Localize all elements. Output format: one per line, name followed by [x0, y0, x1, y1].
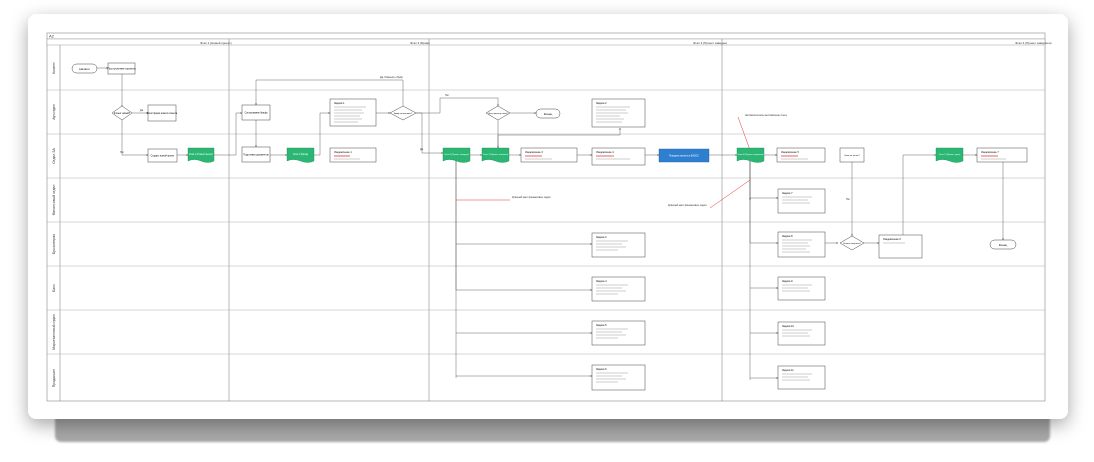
task1-node — [329, 98, 377, 127]
edge-label-refine: Да, Изменить бриф — [380, 76, 403, 79]
stage1-label: Этап 1 (Новый проект) — [189, 153, 213, 156]
edge-label-yes-1: Да — [140, 109, 144, 112]
edge-label-no-3: Нет — [846, 198, 851, 201]
stage-not-started-label: Этап не начат? — [844, 155, 860, 157]
project-refuse-decision — [485, 105, 511, 121]
lane-label-finance: Финансовый отдел — [52, 185, 56, 216]
stage4-document — [736, 147, 765, 163]
stage-header-3: Этап 3 (Проект заведен) — [693, 41, 727, 45]
lane-label-client: Клиент — [52, 62, 56, 74]
task9-label: Задача 9 — [782, 280, 793, 283]
edge-label-no-1: Нет — [120, 151, 125, 154]
task10-label: Задача 10 — [782, 325, 794, 328]
stage-not-started-node — [839, 147, 865, 163]
notice7-label: Уведомление 7 — [981, 151, 999, 154]
notice4-node — [591, 147, 646, 166]
new-client-decision — [111, 105, 133, 121]
lane-label-accounting: Бухгалтерия — [52, 234, 56, 254]
annotation-finance-color-2: Красный цвет финансовых задач — [668, 204, 707, 207]
notice1-label: Уведомление 1 — [334, 151, 352, 154]
lane-label-za: Отдел ЗА — [52, 148, 56, 164]
task11-label: Задача 11 — [782, 369, 794, 372]
notice3-label: Уведомление 3 — [525, 151, 543, 154]
stage3a-document — [442, 147, 471, 163]
register-client-label: Регистрация нового клиента — [147, 113, 178, 115]
stage-header-2: Этап 2 (Бриф) — [410, 41, 430, 45]
notice1-node — [329, 147, 377, 163]
transfer-project-node — [658, 148, 710, 163]
edge-label-no-2: Нет — [445, 94, 450, 97]
new-client-label: Клиент новый? — [114, 112, 131, 115]
prepare-docs-node — [241, 146, 271, 163]
task5-label: Задача 5 — [596, 324, 607, 327]
task8-node: Задача 8 — [777, 231, 826, 258]
lane-label-account: Аут.отдел — [52, 104, 56, 120]
end2-node — [989, 239, 1017, 250]
task10-node: Задача 10 — [777, 321, 826, 346]
stage-header-4: Этап 4 (Проект завершен) — [1015, 41, 1052, 45]
task5-node: Задача 5 — [591, 320, 646, 346]
lane-label-production: Продакшен — [52, 369, 56, 388]
client-request-label: Поступление проекта — [107, 67, 136, 71]
task3-node: Задача 3 — [591, 232, 646, 258]
end2-label: Конец — [999, 243, 1008, 247]
notice4-label: Уведомление 4 — [596, 151, 614, 154]
payment-label: Оплата получена? — [843, 243, 862, 245]
stage4-label: Этап 4 (Проект завершен) — [737, 154, 764, 156]
task1-label: Задача 1 — [334, 102, 345, 105]
stage5-label: Этап 5 (Проект сдан) — [939, 154, 961, 156]
client-request-node — [107, 62, 136, 75]
stage2-label: Этап 2 (Бриф) — [293, 153, 308, 156]
task3-label: Задача 3 — [596, 236, 607, 239]
notice6-node — [878, 234, 923, 259]
stage1-document — [187, 147, 215, 163]
coord-brief-node — [241, 104, 271, 121]
notice6-label: Уведомление 6 — [883, 238, 901, 241]
task6-node: Задача 6 — [591, 364, 646, 391]
diagram-frame — [46, 32, 1046, 402]
task11-node: Задача 11 — [777, 365, 826, 390]
diagram-id: A2 — [49, 34, 55, 39]
task2-label: Задача 2 — [596, 102, 607, 105]
stage2-document — [286, 147, 315, 163]
start-label: Начало — [79, 67, 90, 71]
prepare-docs-label: Подготовка документов — [243, 155, 269, 157]
create-project-node — [147, 148, 178, 163]
transfer-project-label: Передача проекта в BAS/1С — [669, 155, 700, 158]
task4-label: Задача 4 — [596, 280, 607, 283]
stage3a-label: Этап 3 (Проект заведен) — [444, 154, 469, 156]
create-project-label: Создать новый проект — [151, 155, 176, 158]
notice5-label: Уведомление 5 — [781, 151, 799, 154]
task9-node: Задача 9 — [777, 276, 826, 301]
coord-brief-label: Согласование брифа — [245, 112, 268, 115]
task8-label: Задача 8 — [782, 235, 793, 238]
notice5-node — [776, 147, 826, 163]
task7-node: Задача 7 — [777, 188, 826, 214]
register-client-node — [147, 104, 177, 122]
payment-decision — [839, 235, 865, 251]
lane-label-bank: Банк — [52, 284, 56, 292]
task7-label: Задача 7 — [782, 192, 793, 195]
annotation-invoice: Автоматическое выставление счета — [745, 114, 787, 117]
annotation-finance-color-1: Красный цвет финансовых задач — [512, 196, 551, 199]
stage-header-1: Этап 1 (Новый проект) — [200, 41, 232, 45]
notice7-node — [976, 147, 1028, 163]
brief-agreed-decision — [389, 105, 417, 121]
project-refuse-label: Дать проекту отказ? — [488, 113, 508, 115]
edge-label-yes-2: Да — [420, 148, 424, 151]
end1-node — [535, 108, 561, 119]
task6-label: Задача 6 — [596, 368, 607, 371]
lane-label-marketing: Маркетинговый отдел — [52, 314, 56, 349]
task4-node: Задача 4 — [591, 276, 646, 302]
stage5-document — [935, 147, 964, 163]
stage3b-document — [481, 147, 510, 163]
notice3-node — [520, 147, 578, 163]
end1-label: Конец — [544, 112, 553, 116]
brief-agreed-label: Бриф согласован? — [394, 112, 413, 115]
start-node — [71, 63, 98, 74]
stage3b-label: Этап 3 (Проект отменен) — [483, 154, 508, 156]
